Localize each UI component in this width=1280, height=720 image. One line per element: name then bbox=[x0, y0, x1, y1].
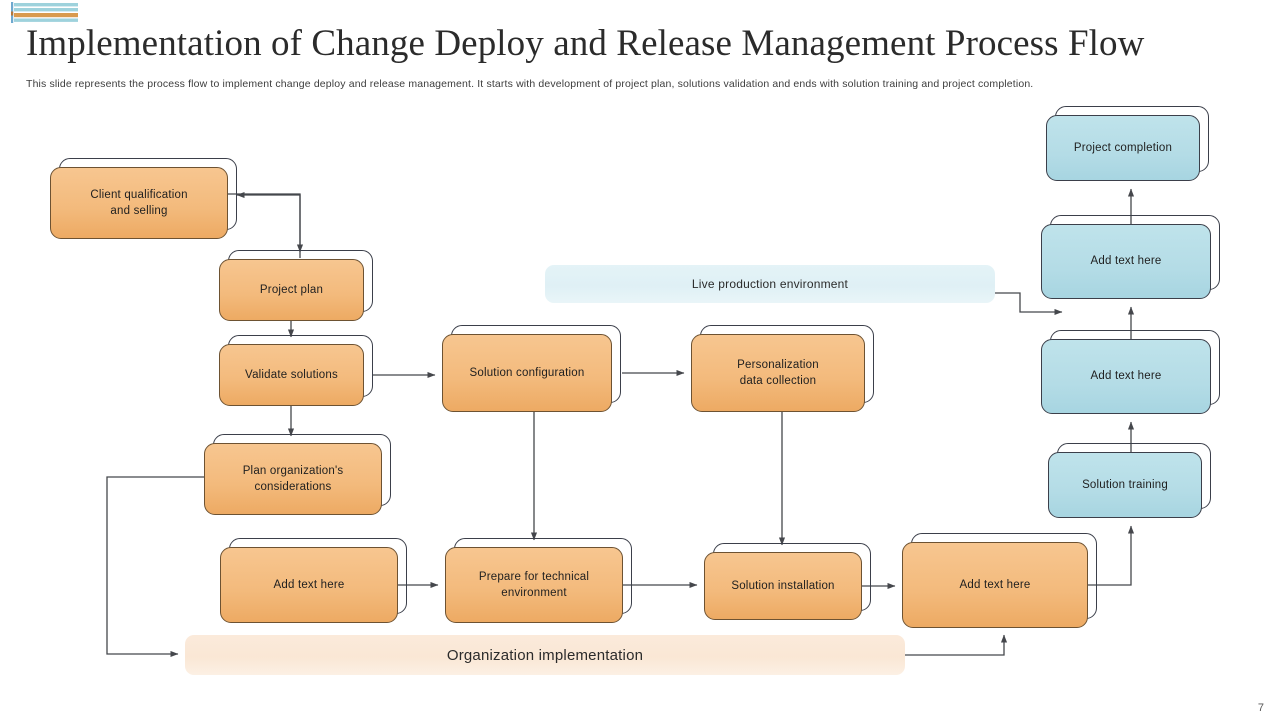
node-label: Add text here bbox=[1090, 255, 1162, 268]
node-face bbox=[902, 542, 1088, 628]
node-label: Project plan bbox=[259, 283, 324, 296]
page-subtitle: This slide represents the process flow t… bbox=[26, 78, 1034, 90]
node-face bbox=[50, 167, 228, 239]
node-face bbox=[219, 259, 364, 321]
node-add-text-here-bottom-left[interactable]: Add text here bbox=[220, 538, 407, 623]
node-label: Solution training bbox=[1082, 478, 1168, 491]
node-validate-solutions[interactable]: Validate solutions bbox=[219, 335, 373, 406]
node-face bbox=[219, 344, 364, 406]
banner-label: Live production environment bbox=[691, 277, 849, 291]
page-number: 7 bbox=[1257, 702, 1264, 714]
brand-stripes-logo bbox=[11, 2, 78, 23]
page-title: Implementation of Change Deploy and Rele… bbox=[26, 23, 1145, 64]
node-add-text-here-upper-right[interactable]: Add text here bbox=[1041, 215, 1220, 299]
connector-projectplan-to-client bbox=[236, 191, 301, 258]
banner-live-production-environment[interactable]: Live production environment bbox=[545, 265, 995, 303]
node-add-text-here-bottom-right[interactable]: Add text here bbox=[902, 533, 1097, 628]
node-project-plan[interactable]: Project plan bbox=[219, 250, 373, 321]
node-face bbox=[704, 552, 862, 620]
connector-plan-to-orgimpl bbox=[106, 476, 204, 658]
node-label: Add text here bbox=[959, 578, 1031, 591]
node-label: Project completion bbox=[1073, 141, 1173, 154]
node-label: Validate solutions bbox=[245, 368, 338, 381]
node-solution-installation[interactable]: Solution installation bbox=[704, 543, 871, 620]
node-solution-configuration[interactable]: Solution configuration bbox=[442, 325, 621, 412]
node-face bbox=[1041, 224, 1211, 299]
node-project-completion[interactable]: Project completion bbox=[1046, 106, 1209, 181]
node-face bbox=[445, 547, 623, 623]
node-solution-training[interactable]: Solution training bbox=[1048, 443, 1211, 518]
node-face bbox=[691, 334, 865, 412]
node-label: Add text here bbox=[1090, 370, 1162, 383]
banner-label: Organization implementation bbox=[446, 646, 644, 664]
node-face bbox=[204, 443, 382, 515]
node-face bbox=[1048, 452, 1202, 518]
banner-organization-implementation[interactable]: Organization implementation bbox=[185, 635, 905, 675]
node-face bbox=[1046, 115, 1200, 181]
node-label: Solution installation bbox=[731, 579, 835, 592]
node-label: Add text here bbox=[273, 578, 345, 591]
node-face bbox=[220, 547, 398, 623]
connector-client-to-projectplan bbox=[228, 193, 304, 253]
node-add-text-here-mid-right[interactable]: Add text here bbox=[1041, 330, 1220, 414]
node-face bbox=[442, 334, 612, 412]
connector-orgimpl-to-addtext bbox=[905, 634, 1008, 656]
node-label: Solution configuration bbox=[469, 366, 585, 379]
node-face bbox=[1041, 339, 1211, 414]
